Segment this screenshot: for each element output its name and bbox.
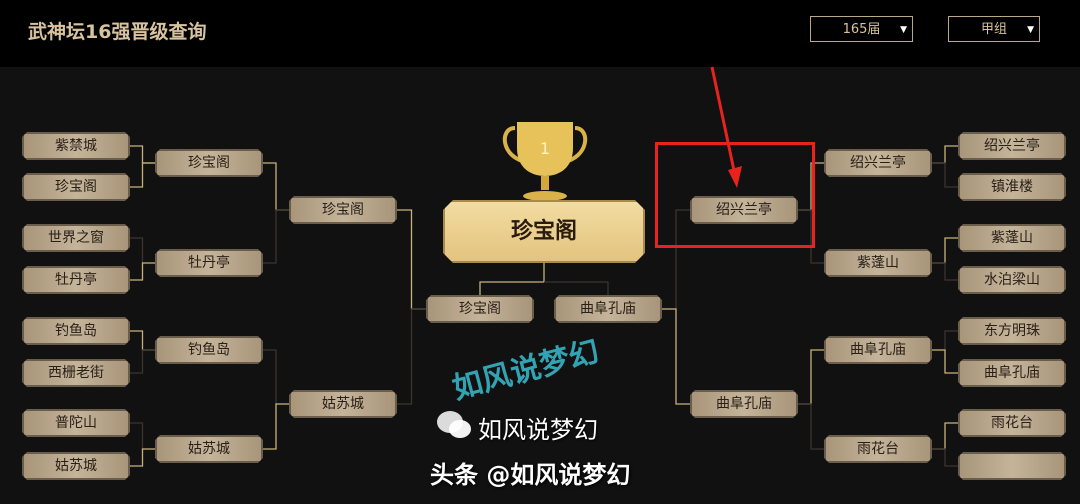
team-box-right-r2[interactable]: 绍兴兰亭 <box>824 149 932 177</box>
connector-line <box>798 403 824 450</box>
semifinal-box-left[interactable]: 珍宝阁 <box>426 295 534 323</box>
team-box-left-r3[interactable]: 姑苏城 <box>289 390 397 418</box>
champion-box: 珍宝阁 <box>443 200 645 263</box>
connector-line <box>263 349 289 405</box>
team-box-right-r2[interactable]: 紫蓬山 <box>824 249 932 277</box>
connector-line <box>130 145 155 164</box>
trophy-icon: 1 <box>502 122 588 201</box>
team-box-right-r2[interactable]: 雨花台 <box>824 435 932 463</box>
highlight-box <box>655 142 815 248</box>
connector-line <box>662 308 690 405</box>
team-box-right-r1[interactable]: 东方明珠 <box>958 317 1066 345</box>
team-box-left-r2[interactable]: 牡丹亭 <box>155 249 263 277</box>
team-box-left-r1[interactable]: 世界之窗 <box>22 224 130 252</box>
team-box-left-r1[interactable]: 钓鱼岛 <box>22 317 130 345</box>
dropdown-arrow-icon: ▼ <box>900 25 907 35</box>
connector-line <box>798 349 824 405</box>
team-box-left-r2[interactable]: 钓鱼岛 <box>155 336 263 364</box>
connector-line <box>263 209 289 264</box>
connector-line <box>544 281 609 295</box>
trophy-rank: 1 <box>540 139 550 158</box>
connector-line <box>130 262 155 281</box>
credit-watermark: 头条 @如风说梦幻 <box>430 461 631 489</box>
connector-line <box>932 237 958 264</box>
connector-line <box>130 349 155 374</box>
team-box-right-r2[interactable]: 曲阜孔庙 <box>824 336 932 364</box>
team-box-left-r2[interactable]: 珍宝阁 <box>155 149 263 177</box>
connector-line <box>130 330 155 351</box>
connector-line <box>479 263 545 295</box>
team-box-right-r1[interactable]: 镇淮楼 <box>958 173 1066 201</box>
team-box-right-r3[interactable]: 曲阜孔庙 <box>690 390 798 418</box>
team-box-left-r1[interactable]: 普陀山 <box>22 409 130 437</box>
team-box-left-r1[interactable]: 珍宝阁 <box>22 173 130 201</box>
connector-line <box>932 330 958 351</box>
team-box-right-r1[interactable]: 紫蓬山 <box>958 224 1066 252</box>
wechat-icon <box>437 411 471 438</box>
season-select-value: 165届 <box>842 22 881 37</box>
red-arrow-icon <box>710 66 742 188</box>
semifinal-box-right[interactable]: 曲阜孔庙 <box>554 295 662 323</box>
connector-line <box>130 448 155 467</box>
connector-line <box>263 403 289 450</box>
page-title: 武神坛16强晋级查询 <box>28 21 207 43</box>
connector-line <box>130 162 155 188</box>
connector-line <box>798 209 824 264</box>
connector-line <box>397 308 426 405</box>
connector-line <box>130 237 155 264</box>
team-box-right-r1[interactable]: 水泊梁山 <box>958 266 1066 294</box>
group-select-value: 甲组 <box>980 22 1007 37</box>
connector-line <box>397 209 426 310</box>
team-box-right-r1[interactable]: 绍兴兰亭 <box>958 132 1066 160</box>
team-box-left-r1[interactable]: 西栅老街 <box>22 359 130 387</box>
connector-line <box>932 162 958 188</box>
team-box-right-r1[interactable]: 雨花台 <box>958 409 1066 437</box>
connector-line <box>932 349 958 374</box>
team-box-right-r3[interactable]: 绍兴兰亭 <box>690 196 798 224</box>
team-box-right-r1[interactable] <box>958 452 1066 480</box>
team-box-left-r1[interactable]: 牡丹亭 <box>22 266 130 294</box>
wechat-watermark: 如风说梦幻 <box>478 416 598 444</box>
connector-line <box>130 422 155 450</box>
team-box-left-r2[interactable]: 姑苏城 <box>155 435 263 463</box>
dropdown-arrow-icon: ▼ <box>1027 25 1034 35</box>
team-box-right-r1[interactable]: 曲阜孔庙 <box>958 359 1066 387</box>
header-bar: 武神坛16强晋级查询 165届 ▼ 甲组 ▼ <box>0 0 1080 67</box>
connector-line <box>932 448 958 467</box>
team-box-left-r1[interactable]: 姑苏城 <box>22 452 130 480</box>
connector-line <box>932 145 958 164</box>
team-box-left-r1[interactable]: 紫禁城 <box>22 132 130 160</box>
group-select[interactable]: 甲组 ▼ <box>948 16 1040 42</box>
connector-line <box>263 162 289 211</box>
connector-line <box>932 262 958 281</box>
team-box-left-r3[interactable]: 珍宝阁 <box>289 196 397 224</box>
connector-line <box>932 422 958 450</box>
season-select[interactable]: 165届 ▼ <box>810 16 913 42</box>
